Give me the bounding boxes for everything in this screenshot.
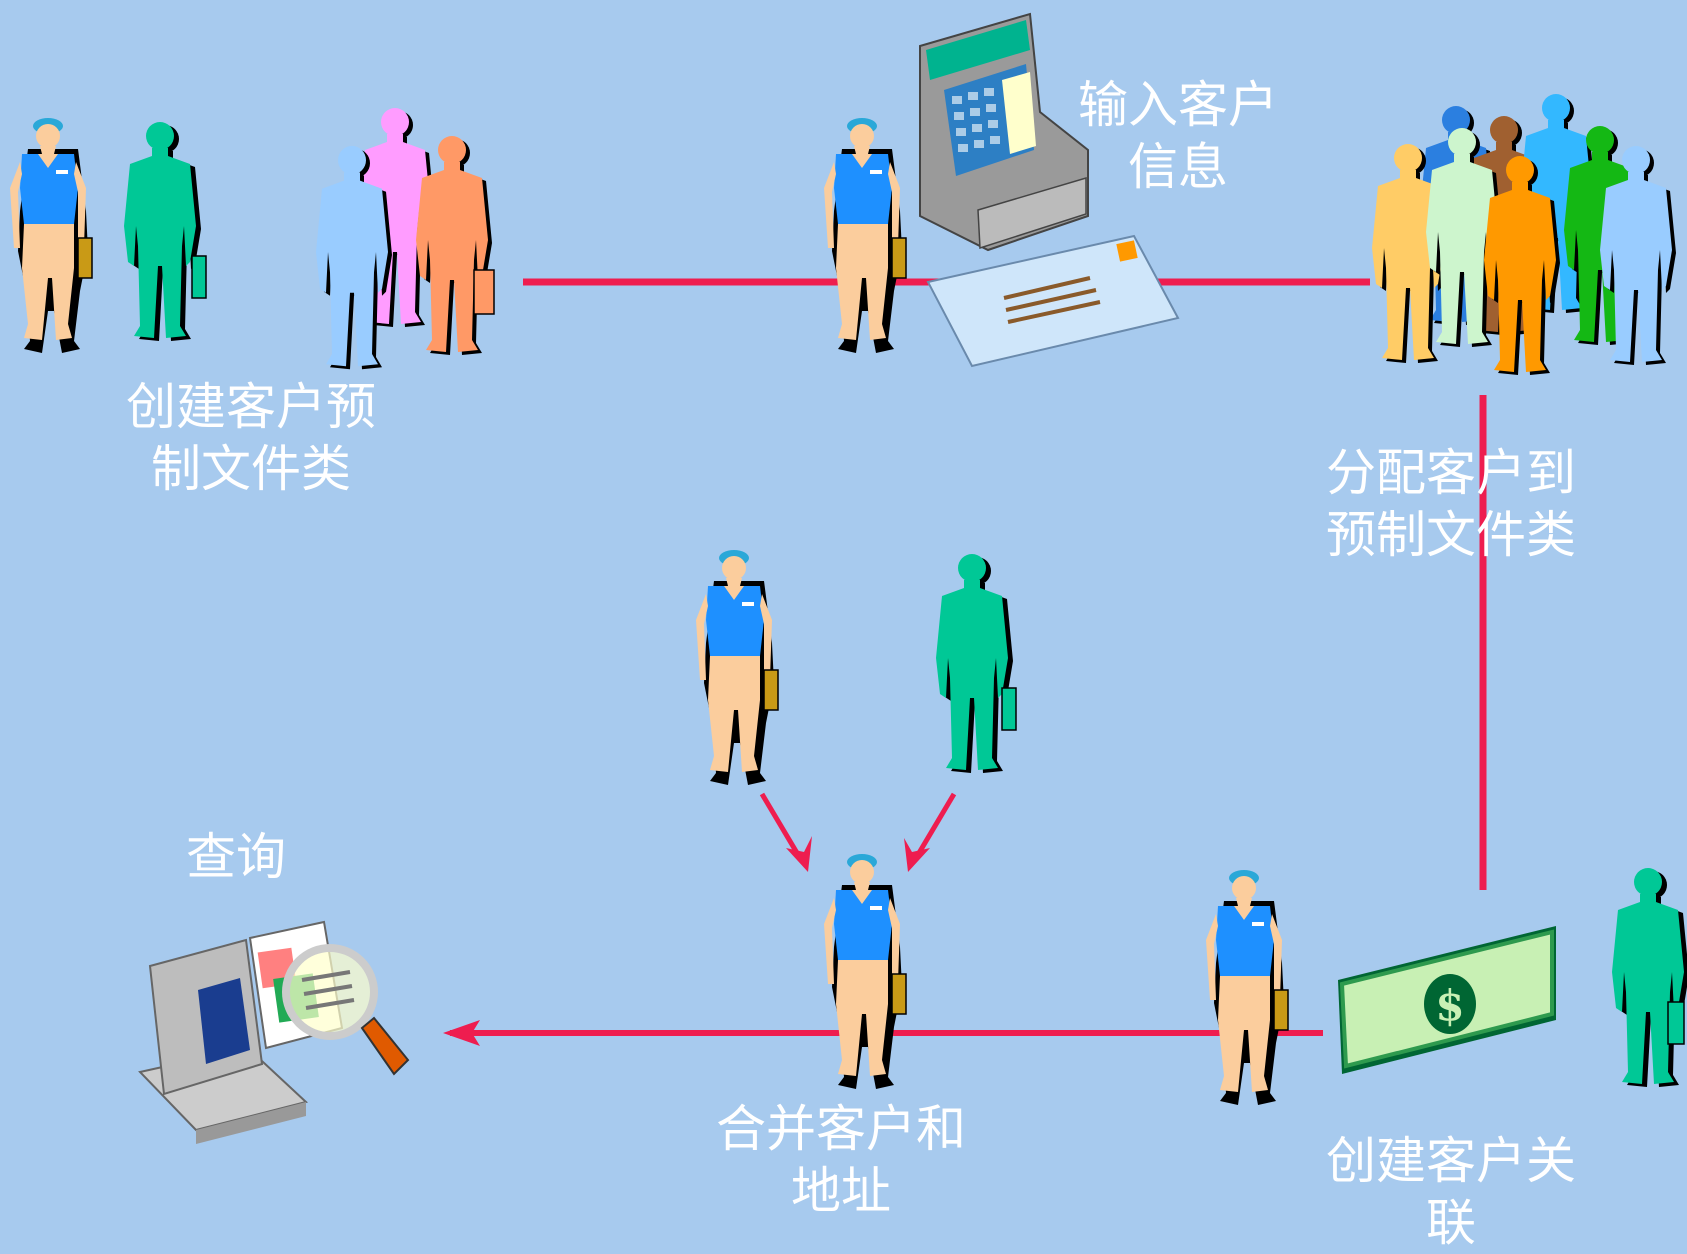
person-icon: [695, 549, 779, 786]
label-line: 合并客户和: [716, 1100, 966, 1158]
person-icon: [9, 117, 93, 354]
dollar-bill-icon: $: [1338, 926, 1556, 1074]
label-query: 查询: [166, 826, 306, 888]
svg-text:$: $: [1435, 981, 1464, 1030]
label-assign-to-profile-class: 分配客户到 预制文件类: [1316, 442, 1586, 566]
merge-arrowhead-right: [904, 838, 930, 872]
label-line: 创建客户预: [126, 378, 376, 436]
label-line: 制文件类: [151, 440, 351, 498]
merge-arrow-right: [913, 792, 957, 860]
merge-arrow-left: [759, 792, 803, 860]
person-icon: [124, 122, 207, 341]
label-line: 地址: [791, 1162, 891, 1220]
person-icon: [1612, 868, 1687, 1087]
label-line: 创建客户关: [1326, 1132, 1576, 1190]
label-merge-customers: 合并客户和 地址: [706, 1098, 976, 1222]
merge-arrowhead-left: [786, 836, 812, 872]
label-line: 信息: [1128, 138, 1228, 196]
label-line: 预制文件类: [1326, 506, 1576, 564]
person-icon: [936, 554, 1017, 773]
label-create-relationship: 创建客户关 联: [1316, 1130, 1586, 1254]
person-icon: [416, 136, 495, 355]
label-line: 分配客户到: [1326, 444, 1576, 502]
person-icon: [823, 117, 907, 354]
computer-search-icon: [138, 920, 410, 1144]
envelope-icon: [926, 234, 1180, 368]
label-line: 联: [1426, 1194, 1476, 1252]
flow-arrowhead-left: [443, 1020, 480, 1046]
person-icon: [823, 853, 907, 1090]
cash-register-icon: [919, 12, 1089, 252]
label-create-profile-class: 创建客户预 制文件类: [116, 376, 386, 500]
crowd-icon: [1372, 94, 1676, 375]
person-icon: [1205, 869, 1289, 1106]
label-line: 查询: [186, 828, 286, 886]
label-line: 输入客户: [1078, 76, 1278, 134]
label-enter-customer-info: 输入客户 信息: [1066, 74, 1290, 198]
